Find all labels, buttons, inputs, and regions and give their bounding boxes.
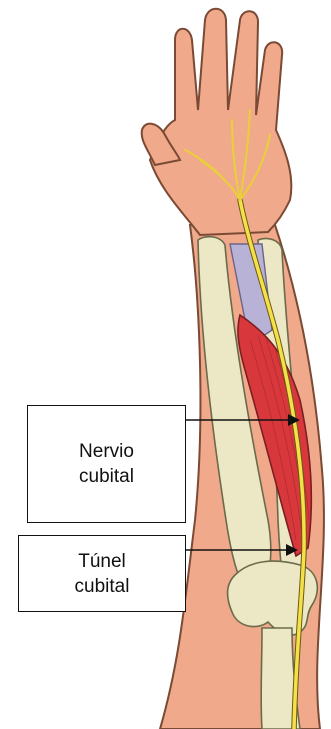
tunel-cubital-label: Túnel cubital bbox=[18, 535, 186, 612]
nervio-cubital-label: Nervio cubital bbox=[27, 405, 186, 523]
hand bbox=[150, 9, 291, 235]
